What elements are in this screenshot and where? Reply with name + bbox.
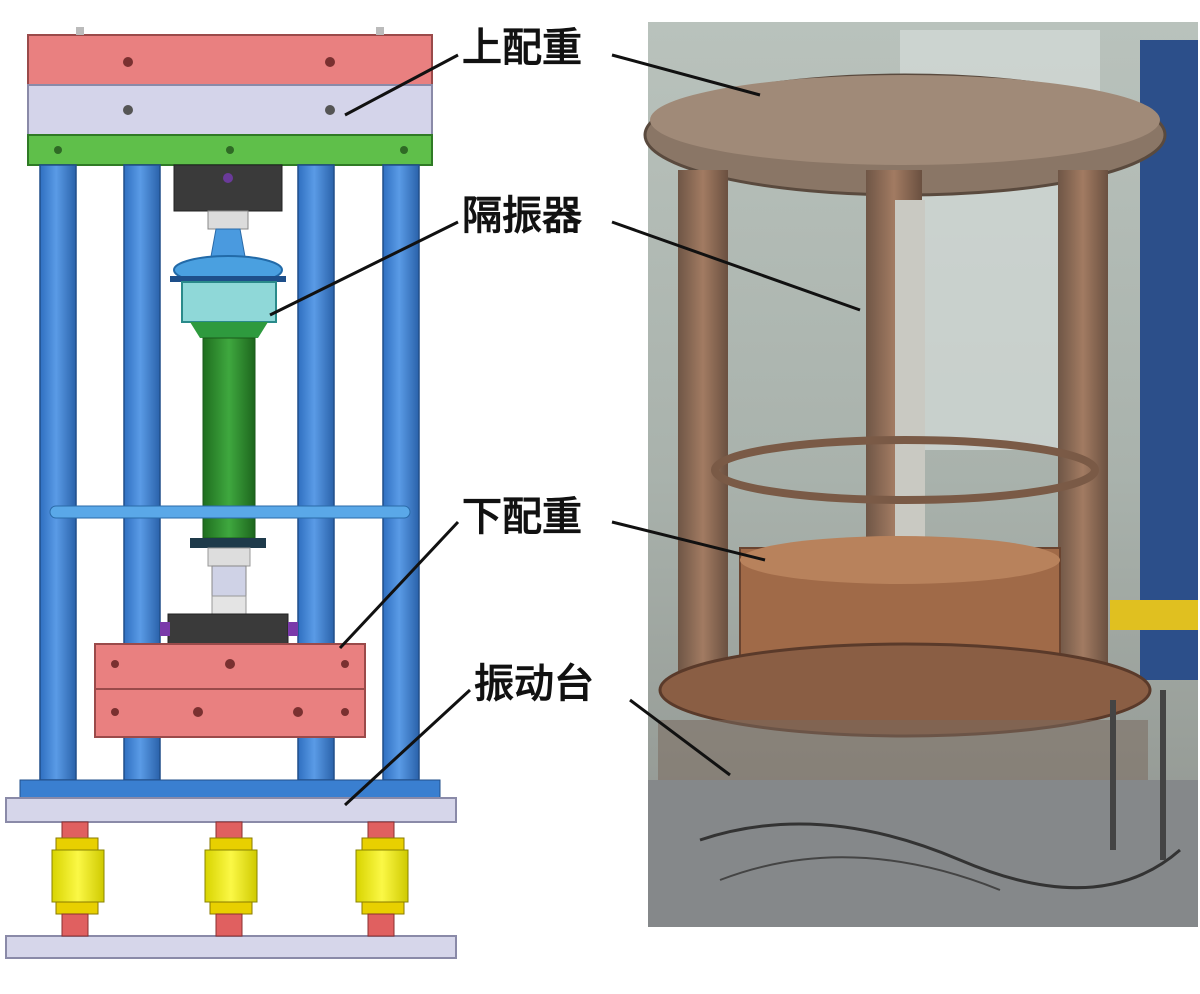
spring-support bbox=[355, 821, 409, 937]
leader-line-upper-counterweight bbox=[344, 53, 459, 117]
green-rod bbox=[202, 337, 256, 539]
bottom-support-plate bbox=[5, 935, 457, 959]
upper-counterweight-red-plate bbox=[27, 34, 433, 86]
leader-line-lower-counterweight bbox=[611, 520, 766, 562]
leader-line-isolator bbox=[611, 220, 861, 312]
horizontal-brace-bar bbox=[49, 505, 411, 519]
label-upper-counterweight: 上配重 bbox=[462, 25, 582, 71]
label-shake-table: 振动台 bbox=[474, 661, 594, 707]
blue-base-plate bbox=[19, 779, 441, 799]
leader-line-upper-counterweight bbox=[611, 53, 761, 97]
leader-line-shake-table bbox=[343, 688, 472, 807]
isolator-body bbox=[181, 281, 277, 323]
leader-line-isolator bbox=[269, 220, 459, 317]
label-isolator: 隔振器 bbox=[462, 193, 582, 239]
lower-counterweight-plate-bottom bbox=[94, 688, 366, 738]
leader-line-lower-counterweight bbox=[338, 520, 460, 650]
spring-support bbox=[51, 821, 105, 937]
test-photo bbox=[643, 22, 1198, 927]
label-lower-counterweight: 下配重 bbox=[462, 494, 582, 540]
blue-column bbox=[39, 164, 77, 781]
shake-table-plate bbox=[5, 797, 457, 823]
lower-clamp-block bbox=[167, 613, 289, 645]
blue-column bbox=[382, 164, 420, 781]
spring-support bbox=[204, 821, 258, 937]
cad-model bbox=[5, 27, 457, 959]
upper-counterweight-lavender-plate bbox=[27, 84, 433, 136]
top-clamp-block bbox=[173, 164, 283, 212]
leader-line-shake-table bbox=[629, 698, 731, 777]
